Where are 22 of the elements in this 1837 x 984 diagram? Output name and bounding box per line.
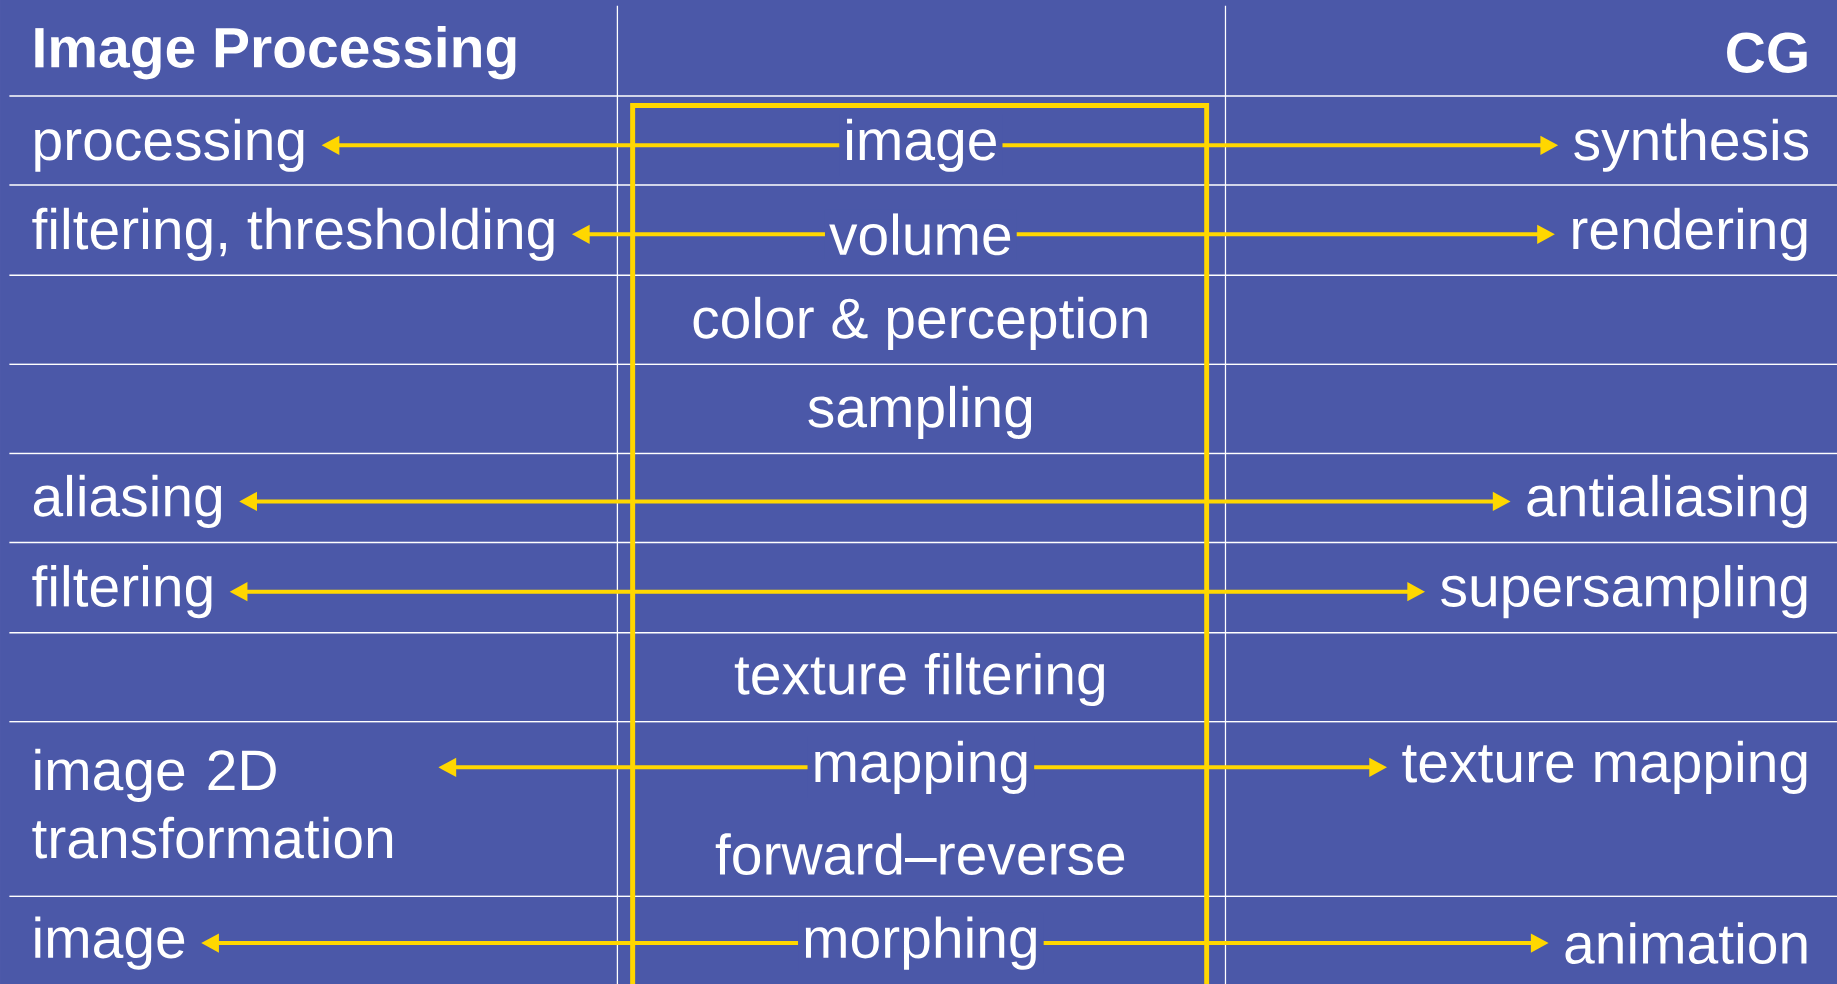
edge-label: volume <box>825 209 1017 260</box>
column-heading: Image Processing <box>35 26 516 80</box>
row-label: antialiasing <box>1527 474 1807 528</box>
edge-label: image <box>839 114 1003 176</box>
row-label: synthesis <box>1574 118 1809 172</box>
cell-text: forward–reverse <box>715 833 1125 875</box>
cell-text: color & perception <box>693 296 1147 350</box>
row-label: texture mapping <box>1402 740 1807 794</box>
row-label: animation <box>1565 922 1807 964</box>
cell-text: sampling <box>808 385 1032 439</box>
row-label: supersampling <box>1441 565 1807 619</box>
row-label: processing <box>35 118 304 172</box>
edge-label: morphing <box>798 912 1044 974</box>
column-heading: CG <box>1727 32 1807 73</box>
row-label: image 2D transformation <box>32 748 393 859</box>
row-label: rendering <box>1573 207 1807 261</box>
edge-label: mapping <box>807 736 1035 798</box>
row-label: filtering <box>32 565 212 619</box>
cell-text: texture filtering <box>734 652 1104 706</box>
row-label: aliasing <box>33 474 222 528</box>
row-label: image <box>35 916 185 970</box>
row-label: filtering, thresholding <box>32 207 554 261</box>
